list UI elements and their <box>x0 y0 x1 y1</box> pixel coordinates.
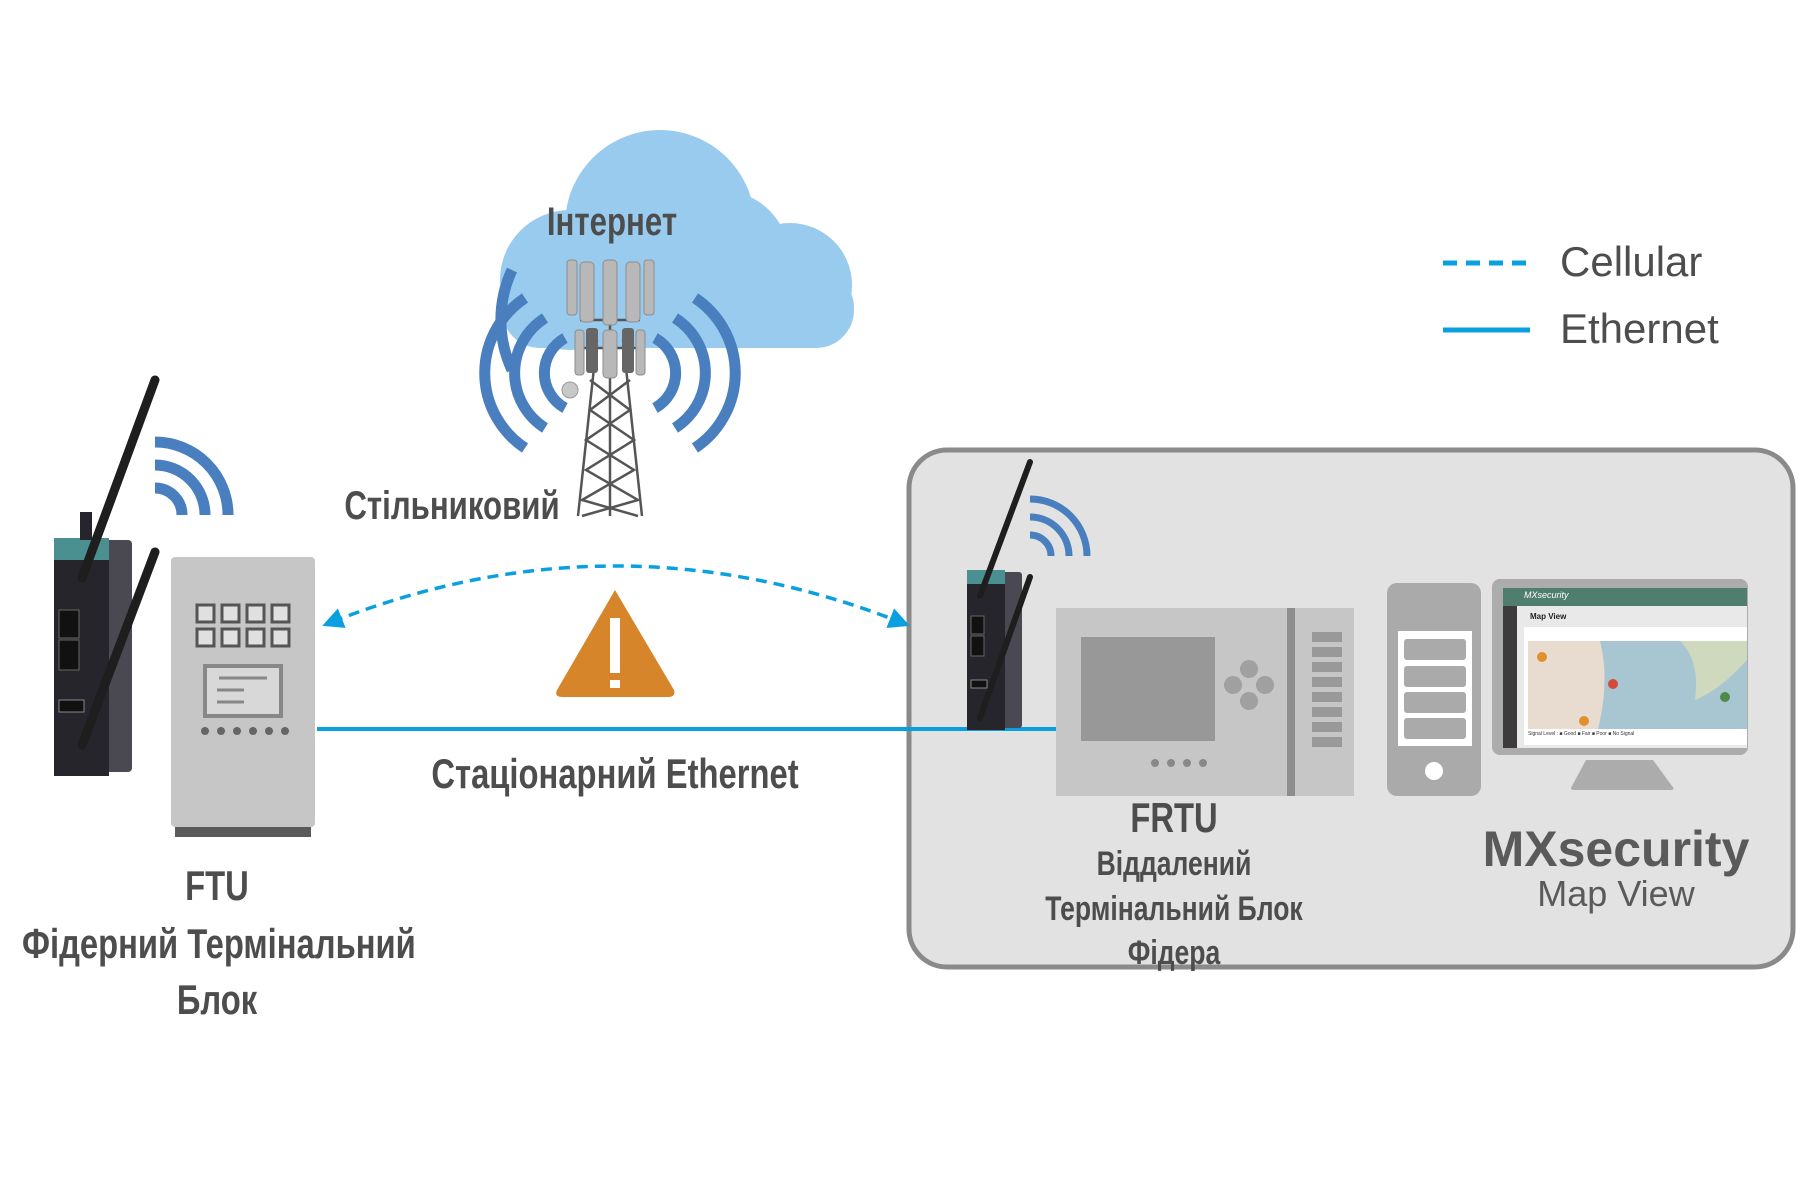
ftu-description-line2: Блок <box>176 976 258 1023</box>
frtu-description-line2: Термінальний Блок <box>1045 890 1303 928</box>
frtu-title: FRTU <box>1130 794 1218 841</box>
frtu-description-line3: Фідера <box>1127 934 1221 972</box>
legend <box>1443 260 1530 333</box>
ftu-title: FTU <box>185 862 249 909</box>
cellular-router-right <box>967 459 1033 730</box>
internet-label: Інтернет <box>546 200 678 244</box>
wifi-signal-icon <box>154 436 234 516</box>
cellular-router-left <box>54 375 160 776</box>
wifi-signal-icon-right <box>1029 495 1091 557</box>
monitor-icon <box>1492 579 1748 790</box>
cellular-tower-label: Стільниковий <box>344 484 560 528</box>
mxsecurity-subtitle: Map View <box>1537 873 1695 914</box>
ftu-cabinet <box>171 557 315 837</box>
fixed-ethernet-label: Стаціонарний Ethernet <box>431 750 799 797</box>
legend-cellular-label: Cellular <box>1560 238 1703 285</box>
mxsecurity-title: MXsecurity <box>1482 821 1750 877</box>
tower-signal-waves-icon <box>479 267 741 453</box>
legend-ethernet-label: Ethernet <box>1560 305 1719 352</box>
cell-tower-icon <box>561 259 655 518</box>
screen-page-title: Map View <box>1530 612 1567 621</box>
ftu-description-line1: Фідерний Термінальний <box>22 920 416 967</box>
screen-signal-legend: Signal Level : ■ Good ■ Fair ■ Poor ■ No… <box>1528 731 1635 737</box>
cellular-link <box>322 564 910 628</box>
screen-app-name: MXsecurity <box>1524 590 1569 600</box>
server-tower-icon <box>1387 583 1481 796</box>
frtu-description-line1: Віддалений <box>1096 845 1252 883</box>
warning-triangle-icon <box>556 590 675 697</box>
frtu-panel <box>1056 608 1354 796</box>
